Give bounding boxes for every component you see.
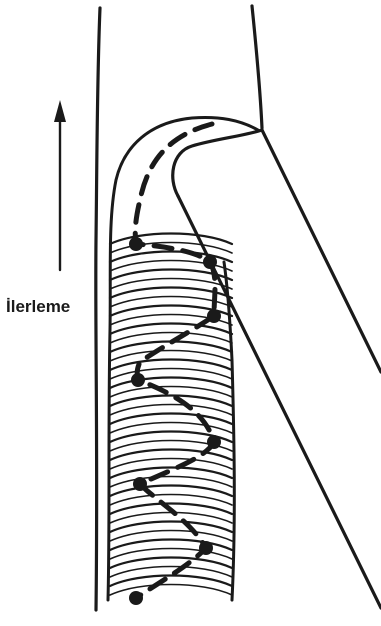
arrowhead-icon [54,100,66,122]
weave-turn-dot [131,373,145,387]
travel-direction-label: İlerleme [6,297,70,316]
weave-turn-dot [133,477,147,491]
bead-ripple-line [110,585,232,596]
weave-turn-dot [199,541,213,555]
weave-turn-dot [207,309,221,323]
weave-turn-dot [129,237,143,251]
electrode [173,130,381,608]
weave-turn-dot [203,255,217,269]
weave-turn-dot [207,435,221,449]
weave-turn-dot [129,591,143,605]
travel-direction-arrow [54,100,66,270]
